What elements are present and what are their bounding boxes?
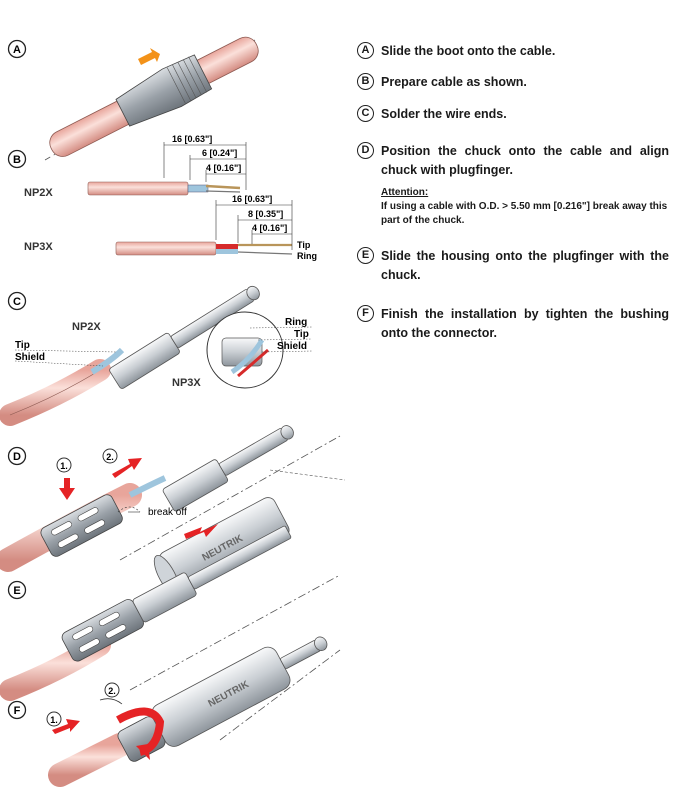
c-tip-label: Tip: [15, 340, 30, 351]
step-c-text: Solder the wire ends.: [381, 107, 507, 121]
step-d-badge: D: [357, 142, 374, 159]
step-b-text: Prepare cable as shown.: [381, 75, 527, 89]
label-a: A: [13, 44, 21, 56]
c-tip3-label: Tip: [294, 329, 309, 340]
np2x-cable: [87, 181, 189, 196]
section-d: D 1. 2. break off: [0, 425, 341, 572]
np2x-dim-4: 4 [0.16"]: [206, 163, 241, 173]
num-2-d: 2.: [106, 452, 114, 462]
attention-note: Attention: If using a cable with O.D. > …: [381, 186, 673, 228]
chuck-d: [40, 494, 123, 557]
c-shield-label: Shield: [15, 352, 45, 363]
step-c: C Solder the wire ends.: [357, 105, 669, 124]
rotate-arrow: [116, 707, 165, 756]
step-e-badge: E: [357, 247, 374, 264]
plug-shaft-e: [188, 525, 292, 590]
step-b: B Prepare cable as shown.: [357, 73, 669, 92]
step-f: F Finish the installation by tighten the…: [357, 305, 669, 343]
step-f-badge: F: [357, 305, 374, 322]
orange-arrow: [138, 48, 160, 65]
step-e: E Slide the housing onto the plugfinger …: [357, 247, 669, 285]
label-e: E: [13, 585, 20, 597]
section-e: E NEUTRIK: [0, 469, 346, 701]
num-1-d: 1.: [60, 461, 68, 471]
np3x-label: NP3X: [24, 241, 53, 253]
np2x-dim-16: 16 [0.63"]: [172, 134, 212, 144]
num-2-f: 2.: [108, 686, 116, 696]
section-f: F NEUTRIK 1. 2.: [7, 636, 341, 787]
np2x-dim-6: 6 [0.24"]: [202, 148, 237, 158]
section-c: C NP2X Tip Shield Ring Tip Shield NP3X: [0, 285, 313, 426]
label-d: D: [13, 451, 21, 463]
step-e-text: Slide the housing onto the plugfinger wi…: [381, 249, 669, 282]
c-shield3-label: Shield: [277, 341, 307, 352]
step-a-badge: A: [357, 42, 374, 59]
num-1-f: 1.: [50, 715, 58, 725]
step-d: D Position the chuck onto the cable and …: [357, 142, 669, 180]
break-off-label: break off: [148, 507, 187, 518]
step-a: A Slide the boot onto the cable.: [357, 42, 669, 61]
np2x-label: NP2X: [24, 187, 53, 199]
np3x-cable: [115, 241, 217, 256]
step-b-badge: B: [357, 73, 374, 90]
c-np3x-label: NP3X: [172, 377, 201, 389]
attention-text: If using a cable with O.D. > 5.50 mm [0.…: [381, 201, 668, 226]
np3x-ring-label: Ring: [297, 251, 317, 261]
label-c: C: [13, 296, 21, 308]
red-arrow-f: [52, 719, 80, 734]
label-b: B: [13, 154, 21, 166]
section-a: A: [7, 36, 259, 161]
np3x-dim-8: 8 [0.35"]: [248, 209, 283, 219]
c-ring-label: Ring: [285, 317, 307, 328]
attention-title: Attention:: [381, 187, 429, 198]
red-arrow-down: [59, 478, 75, 500]
boot-a: [115, 54, 213, 127]
step-f-text: Finish the installation by tighten the b…: [381, 307, 669, 340]
step-a-text: Slide the boot onto the cable.: [381, 44, 556, 58]
step-c-badge: C: [357, 105, 374, 122]
step-d-text: Position the chuck onto the cable and al…: [381, 144, 669, 177]
red-arrow-right: [112, 458, 142, 478]
red-arrow-e: [184, 524, 218, 539]
c-np2x-label: NP2X: [72, 321, 101, 333]
plug-shaft-d: [219, 428, 288, 476]
label-f: F: [14, 705, 21, 717]
section-b: B NP2X 16 [0.63"] 6 [0.24"] 4 [0.16"] NP…: [7, 134, 317, 261]
np3x-dim-4: 4 [0.16"]: [252, 223, 287, 233]
np3x-dim-16: 16 [0.63"]: [232, 194, 272, 204]
np3x-tip-label: Tip: [297, 240, 311, 250]
